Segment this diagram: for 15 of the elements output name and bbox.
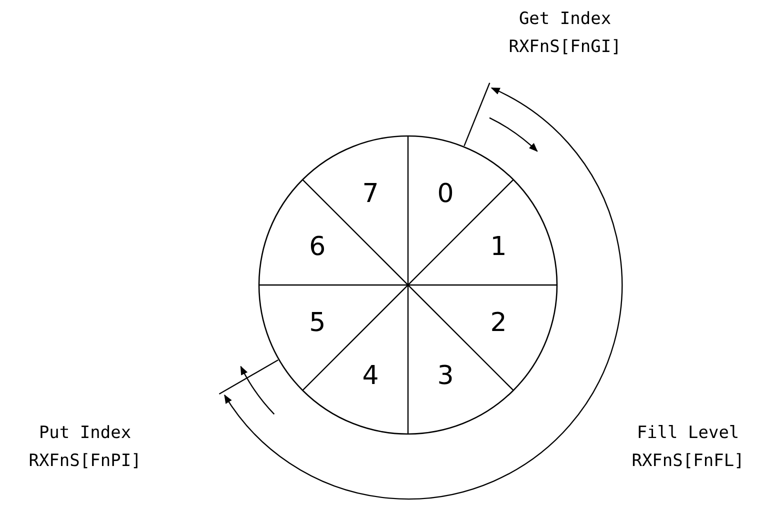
slot-number: 2 xyxy=(484,306,514,340)
register-label: RXFnS[FnFL] xyxy=(632,450,744,472)
slot-number: 0 xyxy=(430,177,460,212)
slot-number: 7 xyxy=(355,177,386,212)
slot-number: 4 xyxy=(355,358,386,393)
pointer-label: Get Index xyxy=(518,8,612,30)
register-label: RXFnS[FnGI] xyxy=(508,36,622,58)
slot-number: 1 xyxy=(484,230,514,264)
slot-number: 3 xyxy=(430,358,460,393)
pointer-label: Put Index xyxy=(38,422,132,444)
register-label: RXFnS[FnPI] xyxy=(28,450,142,472)
slot-number: 5 xyxy=(302,306,332,340)
pointer-label: Fill Level xyxy=(636,422,740,444)
slot-number: 6 xyxy=(302,230,332,264)
ring-buffer-circle xyxy=(258,135,558,435)
